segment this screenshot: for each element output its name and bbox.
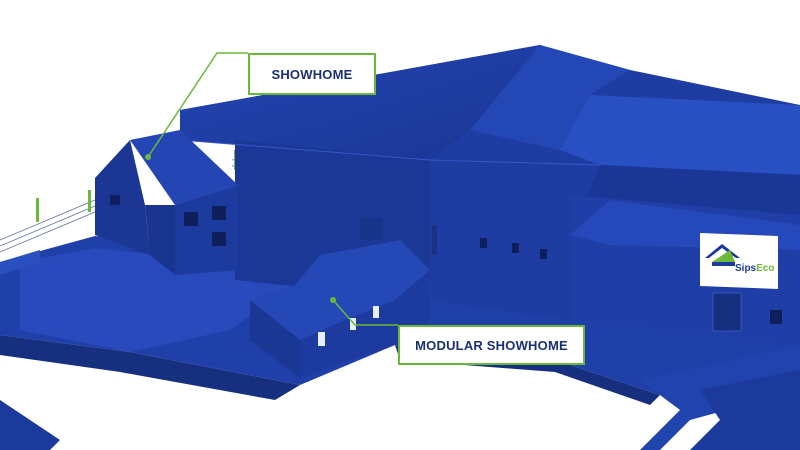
logo-name-part1: Sips xyxy=(735,263,757,274)
svg-text:SipsEco: SipsEco xyxy=(735,263,774,274)
sipseco-logo-sign: SipsEco xyxy=(700,233,778,289)
modular-showhome-callout-label: MODULAR SHOWHOME xyxy=(398,325,585,365)
logo-name-part2: Eco xyxy=(756,263,774,274)
callout-leaders xyxy=(147,52,398,326)
showhome-callout-label: SHOWHOME xyxy=(248,53,376,95)
house-roof-icon xyxy=(705,244,740,266)
showhome-house xyxy=(95,130,238,275)
